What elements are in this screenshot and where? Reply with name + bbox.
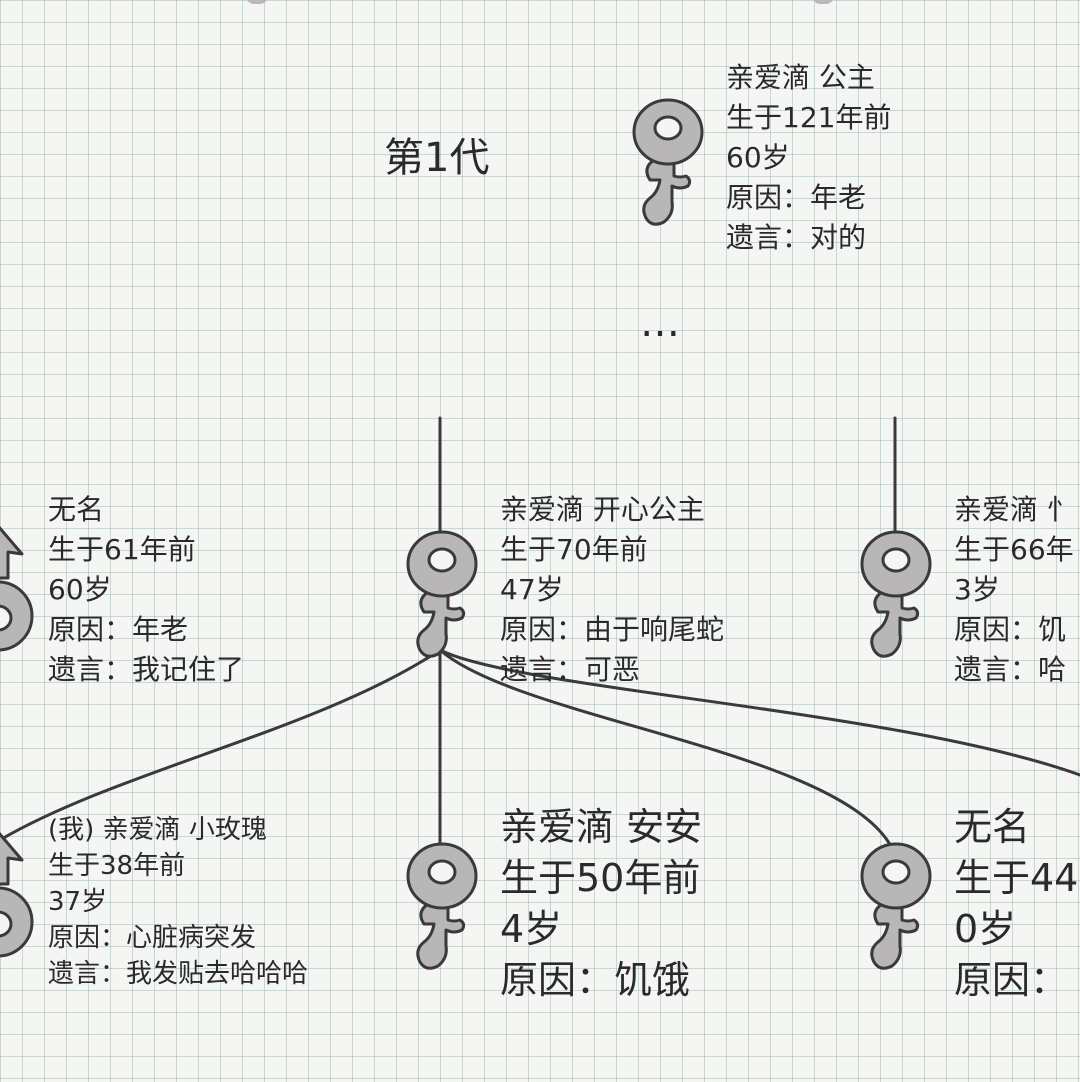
female-symbol-icon <box>856 526 936 666</box>
person-name: 亲爱滴 公主 <box>726 61 875 94</box>
person-last-words: 遗言：我记住了 <box>48 653 245 686</box>
person-info: 无名 生于44 0岁 原因： <box>954 802 1078 1006</box>
male-symbol-icon <box>0 832 38 972</box>
female-symbol-icon <box>402 838 482 978</box>
person-born: 生于121年前 <box>726 101 892 134</box>
person-born: 生于44 <box>954 856 1079 900</box>
female-symbol-icon <box>628 94 708 234</box>
person-info: 亲爱滴 开心公主 生于70年前 47岁 原因：由于响尾蛇 遗言：可恶 <box>500 490 724 690</box>
person-age: 3岁 <box>954 573 1000 606</box>
person-cause: 原因：年老 <box>48 613 189 646</box>
person-age: 60岁 <box>48 573 112 606</box>
person-age: 60岁 <box>726 141 790 174</box>
person-age: 37岁 <box>48 887 108 917</box>
person-last-words: 遗言：哈 <box>954 653 1067 686</box>
link-child-left <box>0 648 442 842</box>
person-info: 无名 生于61年前 60岁 原因：年老 遗言：我记住了 <box>48 490 244 690</box>
person-name: (我) 亲爱滴 小玫瑰 <box>48 815 267 845</box>
person-cause: 原因：饥饿 <box>500 958 691 1002</box>
person-info: 亲爱滴 安安 生于50年前 4岁 原因：饥饿 <box>500 802 702 1006</box>
person-age: 0岁 <box>954 907 1017 951</box>
person-age: 47岁 <box>500 573 564 606</box>
collapsed-generations-indicator[interactable]: … <box>640 300 682 346</box>
person-info: 亲爱滴 公主 生于121年前 60岁 原因：年老 遗言：对的 <box>726 58 891 258</box>
person-cause: 原因：饥 <box>954 613 1067 646</box>
link-child-right <box>438 648 894 850</box>
person-born: 生于50年前 <box>500 856 701 900</box>
person-last-words: 遗言：可恶 <box>500 653 641 686</box>
person-last-words: 遗言：对的 <box>726 221 867 254</box>
person-cause: 原因：心脏病突发 <box>48 923 257 953</box>
male-symbol-icon <box>0 526 38 666</box>
female-symbol-icon <box>402 526 482 666</box>
person-name: 亲爱滴 安安 <box>500 805 703 849</box>
person-name: 无名 <box>48 493 105 526</box>
generation-label: 第1代 <box>384 135 490 181</box>
person-born: 生于38年前 <box>48 851 186 881</box>
person-born: 生于66年 <box>954 533 1074 566</box>
person-born: 生于70年前 <box>500 533 648 566</box>
person-cause: 原因： <box>954 958 1069 1002</box>
person-name: 亲爱滴 忄 <box>954 493 1075 526</box>
person-cause: 原因：年老 <box>726 181 867 214</box>
person-last-words: 遗言：我发贴去哈哈哈 <box>48 959 309 989</box>
person-born: 生于61年前 <box>48 533 196 566</box>
person-cause: 原因：由于响尾蛇 <box>500 613 725 646</box>
person-name: 亲爱滴 开心公主 <box>500 493 705 526</box>
female-symbol-icon <box>856 838 936 978</box>
link-child-offscreen <box>438 648 1080 777</box>
person-info: 亲爱滴 忄 生于66年 3岁 原因：饥 遗言：哈 <box>954 490 1075 690</box>
person-info: (我) 亲爱滴 小玫瑰 生于38年前 37岁 原因：心脏病突发 遗言：我发贴去哈… <box>48 812 308 992</box>
person-age: 4岁 <box>500 907 563 951</box>
person-name: 无名 <box>954 805 1031 849</box>
